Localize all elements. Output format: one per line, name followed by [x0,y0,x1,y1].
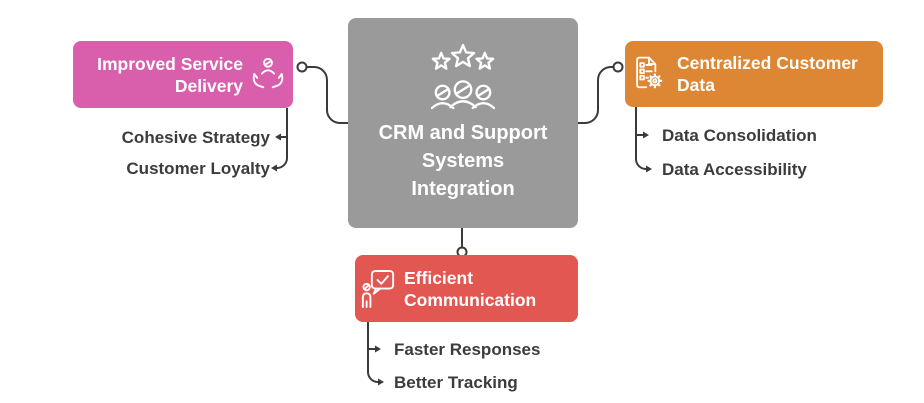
node-label: Improved Service Delivery [97,53,243,96]
node-crm-integration[interactable]: CRM and Support Systems Integration [348,18,578,228]
arrowhead [271,164,277,172]
connector-center-right [578,66,614,124]
team-rating-icon [431,43,495,113]
leaf-cohesive-strategy[interactable]: Cohesive Strategy [121,128,270,147]
branch-bottom-stem [367,322,379,383]
connection-ring [612,61,624,73]
arrowhead [275,133,281,141]
arrowhead [646,165,652,173]
arrowhead [375,345,381,353]
leaf-data-accessibility[interactable]: Data Accessibility [662,160,807,179]
leaf-faster-responses[interactable]: Faster Responses [394,340,541,359]
leaf-customer-loyalty[interactable]: Customer Loyalty [126,159,270,178]
arrowhead [378,378,384,386]
node-improved-service-delivery[interactable]: Improved Service Delivery [73,41,293,108]
person-chat-check-icon [360,268,396,310]
branch-right-stem [635,107,647,170]
node-title: CRM and Support Systems Integration [378,122,548,200]
leaf-data-consolidation[interactable]: Data Consolidation [662,126,817,145]
node-centralized-customer-data[interactable]: Centralized Customer Data [625,41,883,107]
branch-left-stem [276,108,288,169]
node-efficient-communication[interactable]: Efficient Communication [355,255,578,322]
document-checklist-gear-icon [633,55,664,94]
connection-ring [296,61,308,73]
node-label: Efficient Communication [404,267,537,310]
arrowhead [643,131,649,139]
node-label: Centralized Customer Data [677,53,858,95]
leaf-better-tracking[interactable]: Better Tracking [394,373,518,392]
caring-hands-icon [252,56,284,94]
connector-left-center [306,66,348,124]
